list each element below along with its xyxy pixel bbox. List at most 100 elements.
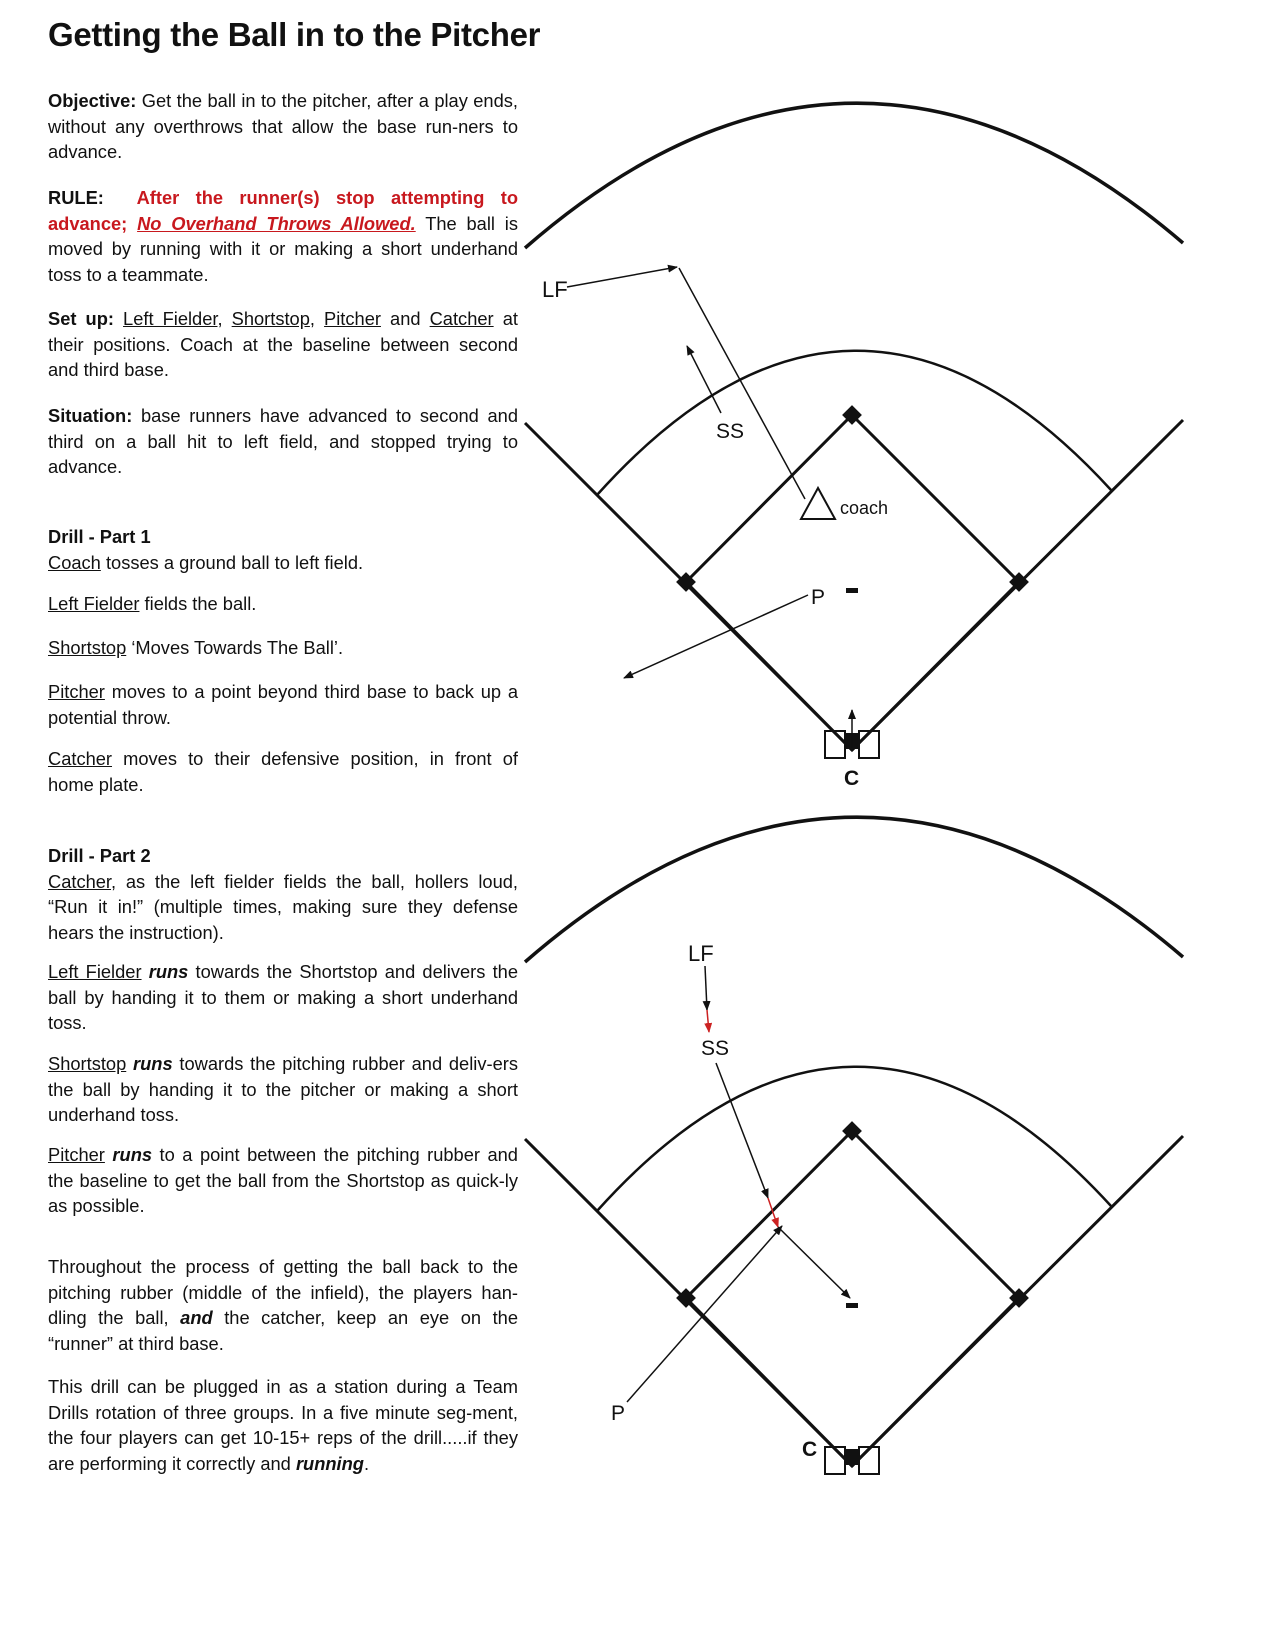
running-emphasis: running [295,1452,364,1474]
part2-p-text: to a point between the pitching rubber a… [48,1144,518,1216]
ss-run-arrow [715,1062,769,1199]
rule-red-text: After the runner(s) stop attempting to a… [48,187,518,234]
part2-left-fielder: Left Fielder [48,961,142,982]
part2-ss-text: towards the pitching rubber and deliv-er… [48,1053,518,1125]
rule-section: RULE: After the runner(s) stop attemptin… [48,185,518,287]
label-p: P [611,1402,625,1425]
label-ss: SS [701,1037,729,1060]
part1-step-ss: Shortstop ‘Moves Towards The Ball’. [48,635,518,661]
setup-shortstop: Shortstop [231,308,310,329]
third-base [676,572,696,592]
setup-left-fielder: Left Fielder [123,308,218,329]
situation-text: base runners have advanced to second and… [48,405,518,477]
throughout-text-a: Throughout the process of getting the ba… [48,1256,518,1328]
coach-toss-line [678,267,806,500]
batters-box-left [824,730,846,759]
label-lf: LF [542,277,568,302]
home-plate [846,1449,858,1465]
objective-text: Get the ball in to the pitcher, after a … [48,90,518,162]
runs-emphasis: runs [133,1053,173,1074]
part1-step-c: Catcher moves to their defensive positio… [48,746,518,797]
lf-run-arrow [702,965,711,1011]
part1-shortstop: Shortstop [48,637,127,658]
setup-catcher: Catcher [429,308,494,329]
part1-step-lf: Left Fielder fields the ball. [48,591,518,617]
ss-toss-arrow [767,1197,779,1228]
infield-diamond [683,412,1022,753]
batters-box-right [858,730,880,759]
part2-pitcher: Pitcher [48,1144,105,1165]
p-run-arrow [626,1225,783,1403]
and-emphasis: and [180,1307,213,1328]
setup-section: Set up: Left Fielder, Shortstop, Pitcher… [48,306,518,383]
batters-box-left [824,1446,846,1475]
part2-shortstop: Shortstop [48,1053,127,1074]
part1-step-text: moves to their defensive position, in fr… [48,748,518,795]
batters-box-right [858,1446,880,1475]
station-paragraph: This drill can be plugged in as a statio… [48,1374,518,1476]
part1-catcher: Catcher [48,748,113,769]
part2-lf: Left Fielder runs towards the Shortstop … [48,959,518,1036]
infield-diamond [683,1128,1022,1469]
part1-step-text: fields the ball. [144,593,257,614]
setup-sep: , [309,308,325,329]
part2-ss: Shortstop runs towards the pitching rubb… [48,1051,518,1128]
setup-sep: and [380,308,430,329]
diagram-part1: LF SS coach P C [523,101,1185,790]
infield-arc [596,1065,1112,1212]
label-coach: coach [840,498,888,518]
infield-arc [596,349,1112,496]
part2-heading: Drill - Part 2 [48,845,151,866]
part1-heading: Drill - Part 1 [48,526,151,547]
part2-catcher-text: , as the left fielder fields the ball, h… [48,870,518,943]
part1-step-text: tosses a ground ball to left field. [105,551,364,573]
objective-section: Objective: Get the ball in to the pitche… [48,88,518,165]
first-base [1009,572,1029,592]
outfield-fence [523,815,1185,964]
setup-sep: , [217,308,232,329]
outfield-fence [523,101,1185,250]
pitching-rubber [846,1303,858,1308]
setup-text: at their positions. Coach at the baselin… [48,308,518,380]
p-arrow [623,594,809,679]
part1-step-p: Pitcher moves to a point beyond third ba… [48,679,518,730]
rule-text: The ball is moved by running with it or … [48,212,518,285]
rule-no-overhand: No Overhand Throws Allowed. [137,212,416,234]
second-base [842,405,862,425]
label-ss: SS [716,420,744,443]
part1-step-text: moves to a point beyond third base to ba… [48,681,518,728]
diagram-part2: LF SS P C [523,815,1185,1475]
situation-section: Situation: base runners have advanced to… [48,403,518,480]
station-end: . [363,1452,370,1474]
station-text: This drill can be plugged in as a statio… [48,1376,518,1474]
setup-pitcher: Pitcher [324,308,381,329]
part1-step-text: ‘Moves Towards The Ball’. [131,637,344,658]
pitching-rubber [846,588,858,593]
runs-emphasis: runs [148,961,189,982]
runs-emphasis: runs [112,1144,153,1165]
throughout-text-b: the catcher, keep an eye on the “runner”… [48,1307,518,1354]
third-base [676,1288,696,1308]
ball-to-rubber-arrow [777,1226,851,1299]
part1-pitcher: Pitcher [48,681,105,702]
part1-left-fielder: Left Fielder [48,593,140,614]
situation-label: Situation: [48,405,133,426]
rule-label: RULE: [48,187,104,208]
first-base [1009,1288,1029,1308]
part2-lf-text: towards the Shortstop and delivers the b… [48,961,518,1033]
ss-arrow [686,345,722,414]
coach-icon [799,485,837,520]
drill-part2: Drill - Part 2 Catcher, as the left fiel… [48,843,518,945]
drill-part1: Drill - Part 1 Coach tosses a ground bal… [48,524,518,575]
label-lf: LF [688,941,714,966]
part2-catcher: Catcher [48,870,112,892]
setup-label: Set up: [48,308,114,329]
lf-arrow [566,264,678,288]
throughout-paragraph: Throughout the process of getting the ba… [48,1254,518,1356]
second-base [842,1121,862,1141]
page-title: Getting the Ball in to the Pitcher [48,16,541,53]
part1-coach: Coach [48,551,101,573]
part2-p: Pitcher runs to a point between the pitc… [48,1142,518,1219]
objective-label: Objective: [48,90,137,111]
